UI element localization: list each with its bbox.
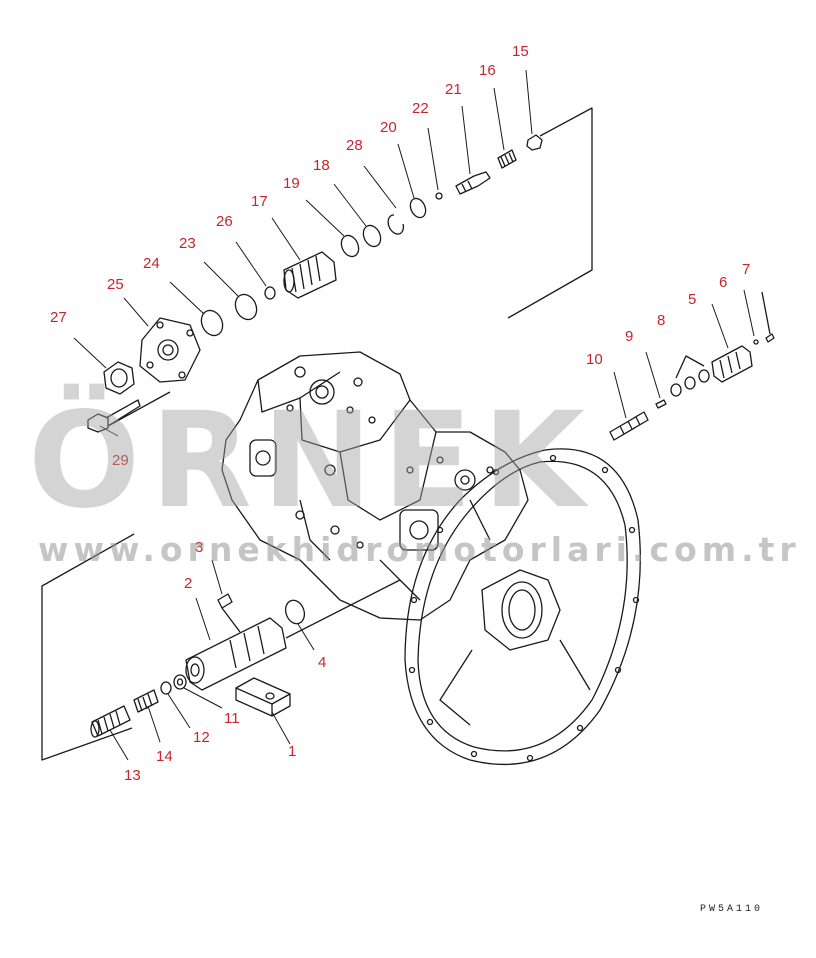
part-25-cover-plate (139, 317, 201, 383)
callout-18: 18 (313, 157, 330, 174)
callout-20: 20 (380, 119, 397, 136)
part-1-block (235, 677, 291, 717)
callout-23: 23 (179, 235, 196, 252)
watermark-brand: ÖRNEK (28, 384, 595, 538)
leader-lines (73, 69, 755, 761)
callout-29: 29 (112, 452, 129, 469)
callout-19: 19 (283, 175, 300, 192)
part-29-bolt (87, 391, 171, 433)
part-20-o-ring (409, 197, 427, 219)
part-17-piston (283, 251, 337, 299)
callout-21: 21 (445, 81, 462, 98)
callout-17: 17 (251, 193, 268, 210)
callout-26: 26 (216, 213, 233, 230)
part-5-sleeve (711, 345, 753, 383)
callout-12: 12 (193, 729, 210, 746)
part-8-o-rings (670, 355, 710, 397)
part-19-o-ring (340, 234, 360, 258)
callout-24: 24 (143, 255, 160, 272)
callout-14: 14 (156, 748, 173, 765)
part-22-ball (435, 192, 443, 200)
part-28-snap-ring (387, 214, 405, 235)
callout-3: 3 (195, 539, 204, 556)
callout-1: 1 (288, 743, 297, 760)
callout-9: 9 (625, 328, 634, 345)
callout-2: 2 (184, 575, 193, 592)
part-26-nut (264, 286, 276, 300)
callout-11: 11 (224, 710, 240, 727)
part-11-washer (173, 674, 187, 690)
part-3-pin (217, 593, 241, 633)
part-16-spring (497, 149, 517, 169)
watermark-url: www.ornekhidromotorlari.com.tr (38, 530, 801, 569)
part-9-pin (655, 399, 667, 409)
callout-4: 4 (318, 654, 327, 671)
callout-6: 6 (719, 274, 728, 291)
part-13-spring (90, 705, 131, 738)
part-27-nut (103, 361, 135, 395)
part-6-ball (753, 339, 759, 345)
upper-bracket-lines (507, 107, 593, 319)
drawing-code: PW5A110 (700, 904, 764, 915)
callout-22: 22 (412, 100, 429, 117)
lower-bracket-lines (41, 533, 135, 761)
part-24-o-ring (200, 309, 224, 337)
callout-10: 10 (586, 351, 603, 368)
callout-7: 7 (742, 261, 751, 278)
part-15-plug (526, 134, 543, 151)
callout-16: 16 (479, 62, 496, 79)
callout-5: 5 (688, 291, 697, 308)
part-18-o-ring (362, 224, 382, 248)
callout-13: 13 (124, 767, 141, 784)
callout-25: 25 (107, 276, 124, 293)
part-23-o-ring (234, 293, 258, 321)
part-7-screw (761, 291, 775, 343)
part-14-spring (133, 689, 159, 713)
callout-27: 27 (50, 309, 67, 326)
callout-8: 8 (657, 312, 666, 329)
mounting-flange (404, 448, 641, 766)
part-10-spool (609, 411, 649, 441)
part-12-retainer (160, 681, 172, 695)
part-21-pin (455, 171, 491, 195)
callout-28: 28 (346, 137, 363, 154)
callout-15: 15 (512, 43, 529, 60)
part-2-spool (185, 579, 401, 691)
part-4-o-ring (284, 599, 306, 625)
